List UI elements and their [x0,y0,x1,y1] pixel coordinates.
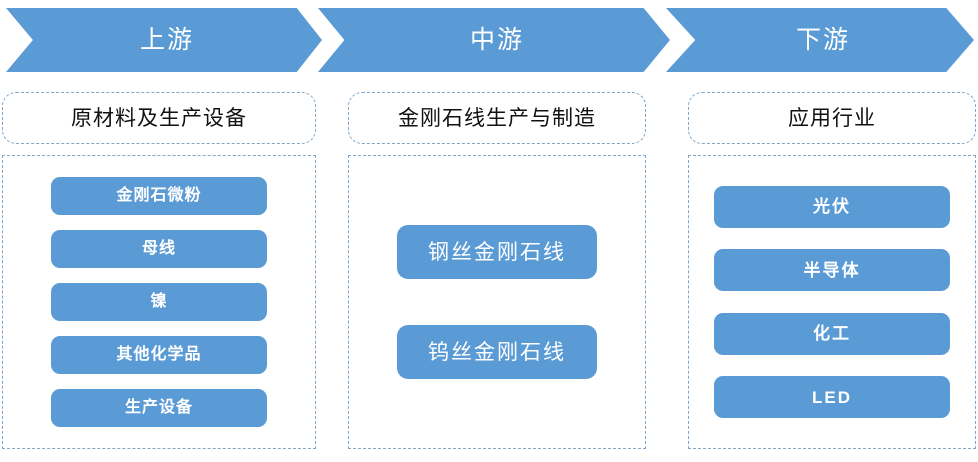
stage-body-downstream: 光伏 半导体 化工 LED [688,155,976,449]
stage-body-midstream: 钢丝金刚石线 钨丝金刚石线 [348,155,646,449]
stage-arrow-label-downstream: 下游 [795,25,850,54]
stage-header-label-downstream: 应用行业 [788,106,876,130]
item-pill[interactable]: LED [714,376,950,419]
item-pill-label: 光伏 [813,197,851,217]
stage-header-label-upstream: 原材料及生产设备 [71,106,247,130]
item-pill[interactable]: 镍 [51,283,267,321]
item-pill[interactable]: 光伏 [714,185,950,228]
stage-arrow-label-midstream: 中游 [469,25,524,54]
item-pill-label: 生产设备 [124,399,193,416]
stage-header-label-midstream: 金刚石线生产与制造 [398,106,596,130]
stage-body-upstream: 金刚石微粉 母线 镍 其他化学品 生产设备 [2,155,316,449]
stage-arrow-label-upstream: 上游 [139,25,194,54]
item-pill-label: 半导体 [803,260,861,280]
item-pill[interactable]: 半导体 [714,249,950,292]
item-pill-label: 金刚石微粉 [116,187,202,204]
stage-arrow-upstream[interactable]: 上游 [6,8,322,72]
stage-column-upstream: 原材料及生产设备 金刚石微粉 母线 镍 其他化学品 生产设备 [2,92,316,449]
stage-column-midstream: 金刚石线生产与制造 钢丝金刚石线 钨丝金刚石线 [348,92,646,449]
stage-column-downstream: 应用行业 光伏 半导体 化工 LED [688,92,976,449]
item-pill-label: 母线 [141,240,176,257]
stage-arrow-midstream[interactable]: 中游 [318,8,670,72]
item-pill[interactable]: 化工 [714,312,950,355]
item-pill-label: 化工 [813,324,851,344]
item-pill[interactable]: 其他化学品 [51,336,267,374]
item-pill-label: 钨丝金刚石线 [428,340,566,364]
item-pill[interactable]: 钢丝金刚石线 [397,225,597,279]
item-pill[interactable]: 钨丝金刚石线 [397,325,597,379]
item-pill-label: LED [812,387,852,407]
item-pill-label: 其他化学品 [116,346,202,363]
stage-header-downstream: 应用行业 [688,92,976,144]
item-pill-label: 钢丝金刚石线 [428,240,566,264]
stage-header-midstream: 金刚石线生产与制造 [348,92,646,144]
item-pill[interactable]: 生产设备 [51,389,267,427]
stage-arrow-band: 上游 中游 下游 [0,8,978,72]
stage-header-upstream: 原材料及生产设备 [2,92,316,144]
item-pill[interactable]: 金刚石微粉 [51,177,267,215]
stage-arrow-downstream[interactable]: 下游 [666,8,974,72]
item-pill-label: 镍 [150,293,168,310]
item-pill[interactable]: 母线 [51,230,267,268]
